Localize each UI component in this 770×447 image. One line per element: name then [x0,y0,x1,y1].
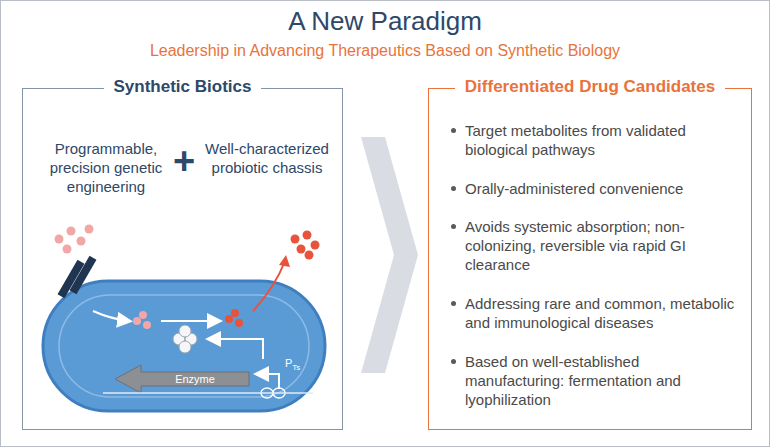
bullet-text: Orally-administered convenience [465,179,683,198]
uptake-arrow [93,311,129,321]
chevron-arrow [361,137,418,373]
bullet-item: Orally-administered convenience [451,179,735,198]
conversion-arrow [161,320,219,322]
export-arrow [253,261,285,311]
product-dot [291,235,300,244]
synthetic-biotics-panel: Synthetic BioticsProgrammable, precision… [22,88,343,430]
bullet-item: Based on well-established manufacturing:… [451,352,735,409]
product-dot [231,309,239,317]
enzyme-subunit [179,325,191,337]
bullet-text: Addressing rare and common, metabolic an… [465,294,735,332]
bullet-list: Target metabolites from validated biolog… [451,111,735,419]
substrate-dot [139,311,147,319]
product-dot [297,245,306,254]
promoter-arrow [257,374,279,389]
promoter-label: PTs [285,357,300,374]
bullet-dot [451,224,456,229]
substrate-dot [143,321,151,329]
panel-heading: Differentiated Drug Candidates [429,77,751,97]
bullet-text: Based on well-established manufacturing:… [465,352,735,409]
product-dot [235,319,243,327]
dna-line [103,392,313,394]
substrate-dot [63,245,72,254]
bullet-dot [451,301,456,306]
promoter-subscript: Ts [292,363,300,372]
product-dot [305,251,314,260]
substrate-dot [85,225,94,234]
feature-text: Well-characterized probiotic chassis [197,139,337,177]
heading-patch: Synthetic Biotics [104,77,262,97]
bullet-item: Addressing rare and common, metabolic an… [451,294,735,332]
cell-membrane [59,295,309,397]
feature-text: Programmable, precision genetic engineer… [31,139,181,196]
panel-heading: Synthetic Biotics [23,77,342,97]
substrate-dot [67,227,76,236]
bullet-text: Target metabolites from validated biolog… [465,121,735,159]
bullet-item: Target metabolites from validated biolog… [451,121,735,159]
gene-arrow [115,365,249,393]
bullet-dot [451,359,456,364]
plus-sign: + [169,139,199,183]
subtitle: Leadership in Advancing Therapeutics Bas… [0,42,770,60]
substrate-dot [55,235,64,244]
transporter [70,256,97,295]
title: A New Paradigm [0,6,770,37]
bullet-text: Avoids systemic absorption; non-colonizi… [465,217,735,274]
heading-patch: Differentiated Drug Candidates [455,77,725,97]
substrate-dot [133,317,141,325]
export-arrowhead [279,255,290,267]
bullet-item: Avoids systemic absorption; non-colonizi… [451,217,735,274]
expression-arrow [209,339,263,359]
bullet-dot [451,128,456,133]
product-dot [311,241,320,250]
bullet-dot [451,186,456,191]
promoter-letter: P [285,357,292,369]
product-dot [303,231,312,240]
substrate-dot [77,237,86,246]
enzyme-subunit [179,341,191,353]
cell-body [43,281,325,411]
drug-candidates-panel: Differentiated Drug CandidatesTarget met… [428,88,752,430]
gene-label: Enzyme [143,371,247,387]
product-dot [225,315,233,323]
